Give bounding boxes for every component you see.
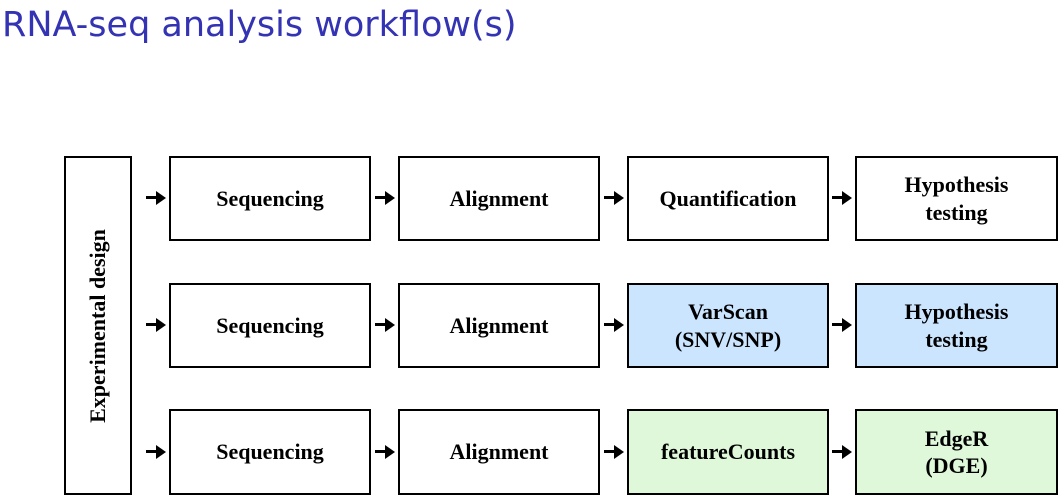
step-sequencing-row1: Sequencing bbox=[169, 156, 371, 241]
step-alignment-row2: Alignment bbox=[398, 283, 600, 368]
slide-title: RNA-seq analysis workflow(s) bbox=[2, 5, 517, 45]
arrow-design-to-sequencing-row2 bbox=[146, 318, 168, 332]
arrow-sequencing-to-alignment-row1 bbox=[375, 191, 397, 205]
step-varscan-row2: VarScan (SNV/SNP) bbox=[627, 283, 829, 368]
step-sequencing-row3: Sequencing bbox=[169, 409, 371, 495]
arrow-design-to-sequencing-row3 bbox=[146, 445, 168, 459]
step-sequencing-row2: Sequencing bbox=[169, 283, 371, 368]
experimental-design-label: Experimental design bbox=[85, 228, 110, 423]
step-hypothesis-testing-row1: Hypothesis testing bbox=[855, 156, 1058, 241]
arrow-alignment-to-featurecounts-row3 bbox=[604, 445, 626, 459]
arrow-quantification-to-hypothesis-row1 bbox=[832, 191, 854, 205]
step-alignment-row3: Alignment bbox=[398, 409, 600, 495]
arrow-sequencing-to-alignment-row3 bbox=[375, 445, 397, 459]
arrow-alignment-to-quantification-row1 bbox=[604, 191, 626, 205]
step-quantification-row1: Quantification bbox=[627, 156, 829, 241]
arrow-sequencing-to-alignment-row2 bbox=[375, 318, 397, 332]
step-edger-row3: EdgeR (DGE) bbox=[855, 409, 1058, 495]
step-hypothesis-testing-row2: Hypothesis testing bbox=[855, 283, 1058, 368]
arrow-varscan-to-hypothesis-row2 bbox=[832, 318, 854, 332]
arrow-design-to-sequencing-row1 bbox=[146, 191, 168, 205]
step-alignment-row1: Alignment bbox=[398, 156, 600, 241]
arrow-alignment-to-varscan-row2 bbox=[604, 318, 626, 332]
arrow-featurecounts-to-edger-row3 bbox=[832, 445, 854, 459]
step-featurecounts-row3: featureCounts bbox=[627, 409, 829, 495]
experimental-design-box: Experimental design bbox=[64, 156, 132, 495]
